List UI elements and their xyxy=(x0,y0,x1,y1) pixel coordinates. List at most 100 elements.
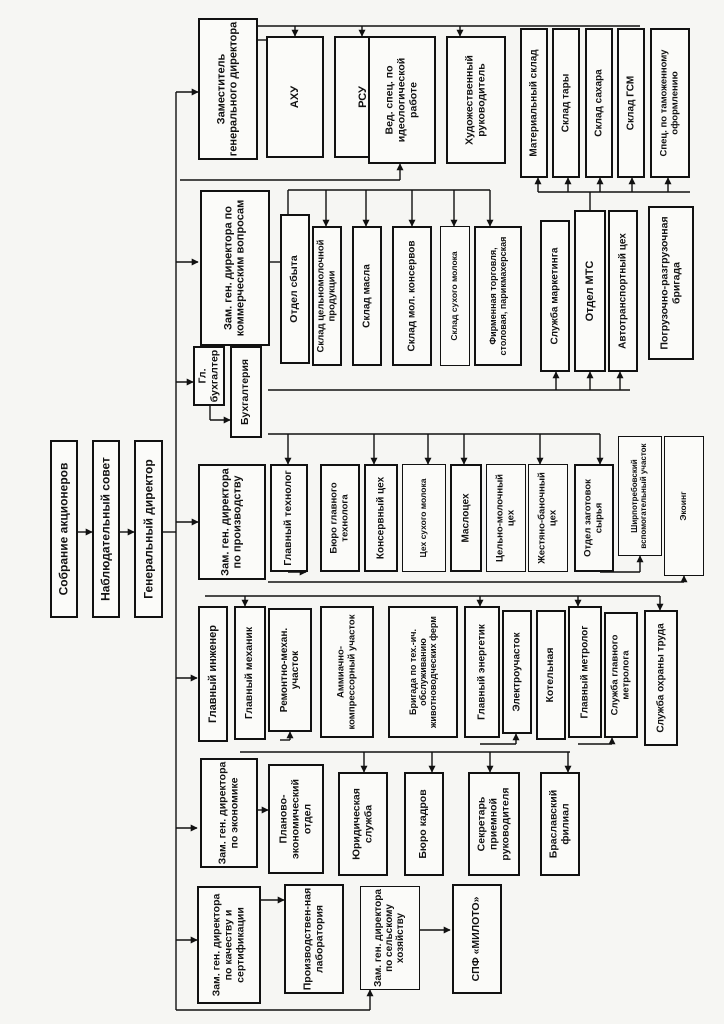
node-label: Отдел сбыта xyxy=(288,255,301,323)
node-label: Отдел заготовок сырья xyxy=(582,479,604,557)
node-label: СПФ «МИЛОТО» xyxy=(470,896,483,982)
node-deputy-economics: Зам. ген. директора по экономике xyxy=(200,758,258,868)
node-label: Экоинг xyxy=(678,491,689,521)
node-label: Планово-экономический отдел xyxy=(277,779,313,859)
node-label: Секретарь приемной руководителя xyxy=(475,787,511,861)
node-label: Материальный склад xyxy=(528,49,540,157)
node-label: Маслоцех xyxy=(460,493,472,543)
node-supervisory-board: Наблюдательный совет xyxy=(92,440,120,618)
node-label: Электроучасток xyxy=(511,632,523,712)
node-label: Зам. ген. директора по экономике xyxy=(216,761,240,865)
node-label: Зам. ген. директора по производству xyxy=(219,468,244,576)
node-label: Ширпотребовский вспомогательный участок xyxy=(630,443,648,549)
node-braslav-branch: Браславский филиал xyxy=(540,772,580,876)
node-chief-power-engineer: Главный энергетик xyxy=(464,606,500,738)
node-customs-specialist: Спец. по таможенному оформлению xyxy=(650,28,690,178)
node-label: Наблюдательный совет xyxy=(98,457,113,601)
node-boiler-house: Котельная xyxy=(536,610,566,740)
node-fuel-warehouse: Склад ГСМ xyxy=(617,28,645,178)
node-chief-accountant: Гл. бухгалтер xyxy=(193,346,225,406)
node-label: Браславский филиал xyxy=(547,789,571,859)
node-spf-miloto: СПФ «МИЛОТО» xyxy=(452,884,502,994)
node-dry-milk-shop: Цех сухого молока xyxy=(402,464,446,572)
node-label: Производствен-ная лаборатория xyxy=(301,887,325,991)
node-label: Главный технолог xyxy=(282,470,295,566)
node-label: Гл. бухгалтер xyxy=(196,349,220,403)
node-tin-can-shop: Жестяно-баночный цех xyxy=(528,464,568,572)
node-label: Аммиачно-компрессорный участок xyxy=(335,614,357,730)
node-butter-warehouse: Склад масла xyxy=(352,226,382,366)
node-legal-service: Юридическая служба xyxy=(338,772,388,876)
node-sugar-warehouse: Склад сахара xyxy=(585,28,613,178)
node-art-director: Художественный руководитель xyxy=(446,36,506,164)
node-label: Бюро главного технолога xyxy=(328,482,350,554)
node-chief-technologist-bureau: Бюро главного технолога xyxy=(320,464,360,572)
node-transport-shop: Автотранспортный цех xyxy=(608,210,638,372)
node-general-director: Генеральный директор xyxy=(134,440,163,618)
node-chief-mechanic: Главный механик xyxy=(234,606,266,740)
node-whole-milk-shop: Цельно-молочный цех xyxy=(486,464,526,572)
node-label: Котельная xyxy=(544,647,557,703)
node-label: Склад масла xyxy=(361,264,373,328)
node-label: Главный инженер xyxy=(206,624,219,724)
node-label: Зам. ген. директора по сельскому хозяйст… xyxy=(373,889,407,987)
node-label: Фирменная торговля, столовая, парикмахер… xyxy=(487,236,508,356)
node-brand-store: Фирменная торговля, столовая, парикмахер… xyxy=(474,226,522,366)
node-repair-section: Ремонтно-механ. участок xyxy=(268,608,312,732)
node-label: Служба главного метролога xyxy=(609,634,631,716)
node-personnel-bureau: Бюро кадров xyxy=(404,772,444,876)
node-label: Жестяно-баночный цех xyxy=(536,472,558,564)
node-label: Служба охраны труда xyxy=(655,623,667,733)
node-chief-technologist: Главный технолог xyxy=(270,464,308,572)
node-label: Главный метролог xyxy=(579,625,591,719)
node-ammonia-section: Аммиачно-компрессорный участок xyxy=(320,606,374,738)
node-label: Главный механик xyxy=(243,626,256,720)
node-container-warehouse: Склад тары xyxy=(552,28,580,178)
node-ekoing: Экоинг xyxy=(664,436,704,576)
node-production-lab: Производствен-ная лаборатория xyxy=(284,884,344,994)
node-loading-brigade: Погрузочно-разгрузочная бригада xyxy=(648,206,694,360)
node-electrical-section: Электроучасток xyxy=(502,610,532,734)
node-label: Зам. ген. директора по коммерческим вопр… xyxy=(222,199,247,337)
node-dry-milk-warehouse: Склад сухого молока xyxy=(440,226,470,366)
node-farm-maintenance-brigade: Бригада по тех.-ич. обслуживанию животно… xyxy=(388,606,458,738)
node-label: Цельно-молочный цех xyxy=(494,473,516,563)
node-label: Склад сахара xyxy=(593,69,605,137)
node-metrology-service: Служба главного метролога xyxy=(604,612,638,738)
node-label: Юридическая служба xyxy=(350,788,374,860)
node-ideology-specialist: Вед. спец. по идеологической работе xyxy=(368,36,436,164)
node-label: Собрание акционеров xyxy=(56,462,71,596)
node-marketing-service: Служба маркетинга xyxy=(540,220,570,372)
node-ahu: АХУ xyxy=(266,36,324,158)
node-labor-safety-service: Служба охраны труда xyxy=(644,610,678,746)
node-label: Погрузочно-разгрузочная бригада xyxy=(658,216,682,350)
node-label: Заместитель генерального директора xyxy=(215,21,240,157)
node-label: Отдел МТС xyxy=(583,260,596,322)
node-label: Автотранспортный цех xyxy=(617,233,629,349)
node-accounting: Бухгалтерия xyxy=(230,346,262,438)
node-canning-shop: Консервный цех xyxy=(364,464,398,572)
node-raw-procurement: Отдел заготовок сырья xyxy=(574,464,614,572)
node-label: Зам. ген. директора по качеству и сертиф… xyxy=(210,893,246,997)
node-shareholders-meeting: Собрание акционеров xyxy=(50,440,78,618)
node-butter-shop: Маслоцех xyxy=(450,464,482,572)
node-label: Художественный руководитель xyxy=(463,55,487,145)
node-label: Вед. спец. по идеологической работе xyxy=(383,57,419,143)
node-label: Генеральный директор xyxy=(140,459,155,599)
node-deputy-production: Зам. ген. директора по производству xyxy=(198,464,266,580)
node-consumer-goods-section: Ширпотребовский вспомогательный участок xyxy=(618,436,662,556)
node-label: Консервный цех xyxy=(375,476,387,560)
node-mts-dept: Отдел МТС xyxy=(574,210,606,372)
node-deputy-agriculture: Зам. ген. директора по сельскому хозяйст… xyxy=(360,886,420,990)
node-label: Спец. по таможенному оформлению xyxy=(658,49,680,157)
node-label: Бухгалтерия xyxy=(239,358,252,426)
node-label: Главный энергетик xyxy=(476,624,488,720)
node-label: Склад ГСМ xyxy=(625,75,637,131)
node-label: Бюро кадров xyxy=(417,789,430,859)
node-label: Склад сухого молока xyxy=(449,251,460,341)
node-label: Склад цельномолочной продукции xyxy=(315,239,337,353)
node-chief-metrologist: Главный метролог xyxy=(568,606,602,738)
node-dairy-warehouse: Склад цельномолочной продукции xyxy=(312,226,342,366)
